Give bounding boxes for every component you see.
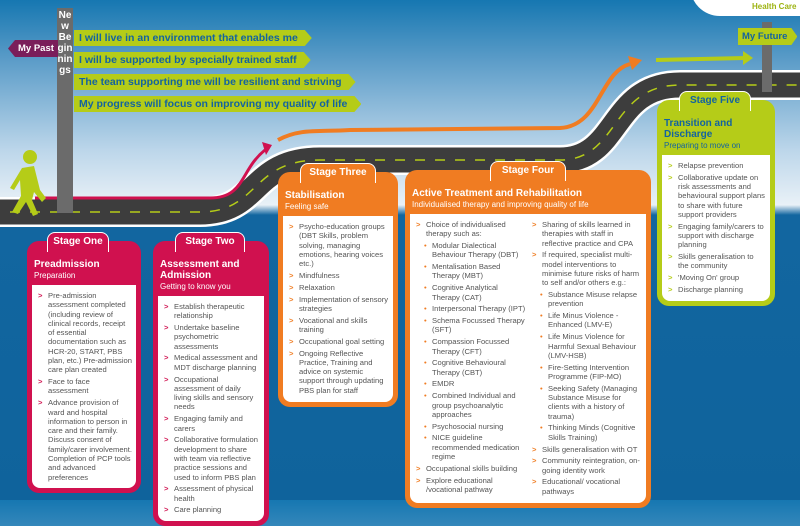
stage-title: Preadmission xyxy=(34,259,100,270)
stage-list: Relapse preventionCollaborative update o… xyxy=(662,155,770,301)
list-item: Medical assessment and MDT discharge pla… xyxy=(164,353,260,372)
new-beginnings-label: New Beginnings xyxy=(57,10,73,76)
sign-resilient-team: The team supporting me will be resilient… xyxy=(74,74,356,90)
sub-list-item: NICE guideline recommended medication re… xyxy=(416,433,526,461)
list-item: Relaxation xyxy=(289,283,389,293)
sign-trained-staff: I will be supported by specially trained… xyxy=(74,52,311,68)
road-illustration xyxy=(0,51,800,225)
sub-list-item: Life Minus Violence for Harmful Sexual B… xyxy=(532,332,642,360)
sub-list-item: Thinking Minds (Cognitive Skills Trainin… xyxy=(532,423,642,442)
list-item: Face to face assessment xyxy=(38,377,132,396)
list-item: Occupational assessment of daily living … xyxy=(164,375,260,412)
stage-one-arrow xyxy=(35,148,266,200)
sign-environment: I will live in an environment that enabl… xyxy=(74,30,312,46)
stage-tab: Stage Two xyxy=(175,232,245,252)
stage-subtitle: Preparation xyxy=(34,271,76,280)
stage-column: Sharing of skills learned in therapies w… xyxy=(532,220,642,499)
future-pole xyxy=(762,22,772,92)
sub-list-item: Modular Dialectical Behaviour Therapy (D… xyxy=(416,241,526,260)
signpost-pole xyxy=(57,8,73,213)
stage-list: Choice of individualised therapy such as… xyxy=(410,214,646,503)
list-item: Skills generalisation to the community xyxy=(668,252,766,271)
list-item: Psycho-education groups (DBT Skills, pro… xyxy=(289,222,389,268)
sub-list-item: Cognitive Analytical Therapy (CAT) xyxy=(416,283,526,302)
list-item: Educational/ vocational pathways xyxy=(532,477,642,496)
logo xyxy=(690,0,800,16)
sub-list-item: EMDR xyxy=(416,379,526,389)
list-item: Skills generalisation with OT xyxy=(532,445,642,455)
list-item: Sharing of skills learned in therapies w… xyxy=(532,220,642,248)
list-item: Occupational goal setting xyxy=(289,337,389,347)
list-item: Discharge planning xyxy=(668,285,766,295)
list-item: Explore educational /vocational pathway xyxy=(416,476,526,495)
stage-title: Active Treatment and Rehabilitation xyxy=(412,188,583,199)
list-item: Undertake baseline psychometric assessme… xyxy=(164,323,260,351)
stage-one-card: Stage OnePreadmissionPreparationPre-admi… xyxy=(27,232,141,494)
sub-list-item: Life Minus Violence - Enhanced (LMV-E) xyxy=(532,311,642,330)
stage-tab: Stage Four xyxy=(490,161,566,181)
sub-list-item: Schema Focussed Therapy (SFT) xyxy=(416,316,526,335)
stage-subtitle: Feeling safe xyxy=(285,202,329,211)
list-item: Relapse prevention xyxy=(668,161,766,171)
stage-subtitle: Preparing to move on xyxy=(664,141,741,150)
list-item: Choice of individualised therapy such as… xyxy=(416,220,526,239)
stage-columns: Choice of individualised therapy such as… xyxy=(416,220,642,499)
stage-title: Assessment and Admission xyxy=(160,259,240,281)
stage-subtitle: Individualised therapy and improving qua… xyxy=(412,200,589,209)
stage-five-arrow xyxy=(655,56,746,62)
list-item: Occupational skills building xyxy=(416,464,526,474)
list-item: Engaging family/carers to support with d… xyxy=(668,222,766,250)
stage-subtitle: Getting to know you xyxy=(160,282,231,291)
logo-text: Health Care xyxy=(752,2,797,11)
list-item: If required, specialist multi-model inte… xyxy=(532,250,642,287)
list-item: Vocational and skills training xyxy=(289,316,389,335)
sub-list-item: Combined Individual and group psychoanal… xyxy=(416,391,526,419)
list-item: 'Moving On' group xyxy=(668,273,766,283)
list-item: Care planning xyxy=(164,505,260,515)
list-item: Advance provision of ward and hospital i… xyxy=(38,398,132,482)
list-item: Establish therapeutic relationship xyxy=(164,302,260,321)
list-item: Assessment of physical health xyxy=(164,484,260,503)
list-item: Community reintegration, on-going identi… xyxy=(532,456,642,475)
list-item: Implementation of sensory strategies xyxy=(289,295,389,314)
sign-quality-of-life: My progress will focus on improving my q… xyxy=(74,96,361,112)
sub-list-item: Substance Misuse relapse prevention xyxy=(532,290,642,309)
stage-tab: Stage One xyxy=(47,232,109,252)
list-item: Engaging family and carers xyxy=(164,414,260,433)
stage-list: Establish therapeutic relationshipUndert… xyxy=(158,296,264,522)
list-item: Ongoing Reflective Practice, Training an… xyxy=(289,349,389,395)
stage-list: Psycho-education groups (DBT Skills, pro… xyxy=(283,216,393,402)
stage-tab: Stage Five xyxy=(679,91,751,111)
stage-column: Choice of individualised therapy such as… xyxy=(416,220,526,499)
list-item: Collaborative formulation development to… xyxy=(164,435,260,481)
sub-list-item: Fire-Setting Intervention Programme (FIP… xyxy=(532,363,642,382)
walking-person-icon xyxy=(10,150,46,216)
list-item: Collaborative update on risk assessments… xyxy=(668,173,766,219)
stage-title: Transition and Discharge xyxy=(664,118,733,140)
sub-list-item: Seeking Safety (Managing Substance Misus… xyxy=(532,384,642,421)
stage-tab: Stage Three xyxy=(300,163,376,183)
sub-list-item: Psychosocial nursing xyxy=(416,422,526,432)
my-future-sign: My Future xyxy=(738,28,797,45)
sub-list-item: Interpersonal Therapy (IPT) xyxy=(416,304,526,314)
my-past-sign: My Past xyxy=(8,40,58,57)
sub-list-item: Cognitive Behavioural Therapy (CBT) xyxy=(416,358,526,377)
stage-list: Pre-admission assessment completed (incl… xyxy=(32,285,136,489)
stage-title: Stabilisation xyxy=(285,190,345,201)
stage-three-arrow xyxy=(277,62,631,142)
list-item: Mindfulness xyxy=(289,271,389,281)
list-item: Pre-admission assessment completed (incl… xyxy=(38,291,132,375)
sub-list-item: Mentalisation Based Therapy (MBT) xyxy=(416,262,526,281)
sub-list-item: Compassion Focussed Therapy (CFT) xyxy=(416,337,526,356)
